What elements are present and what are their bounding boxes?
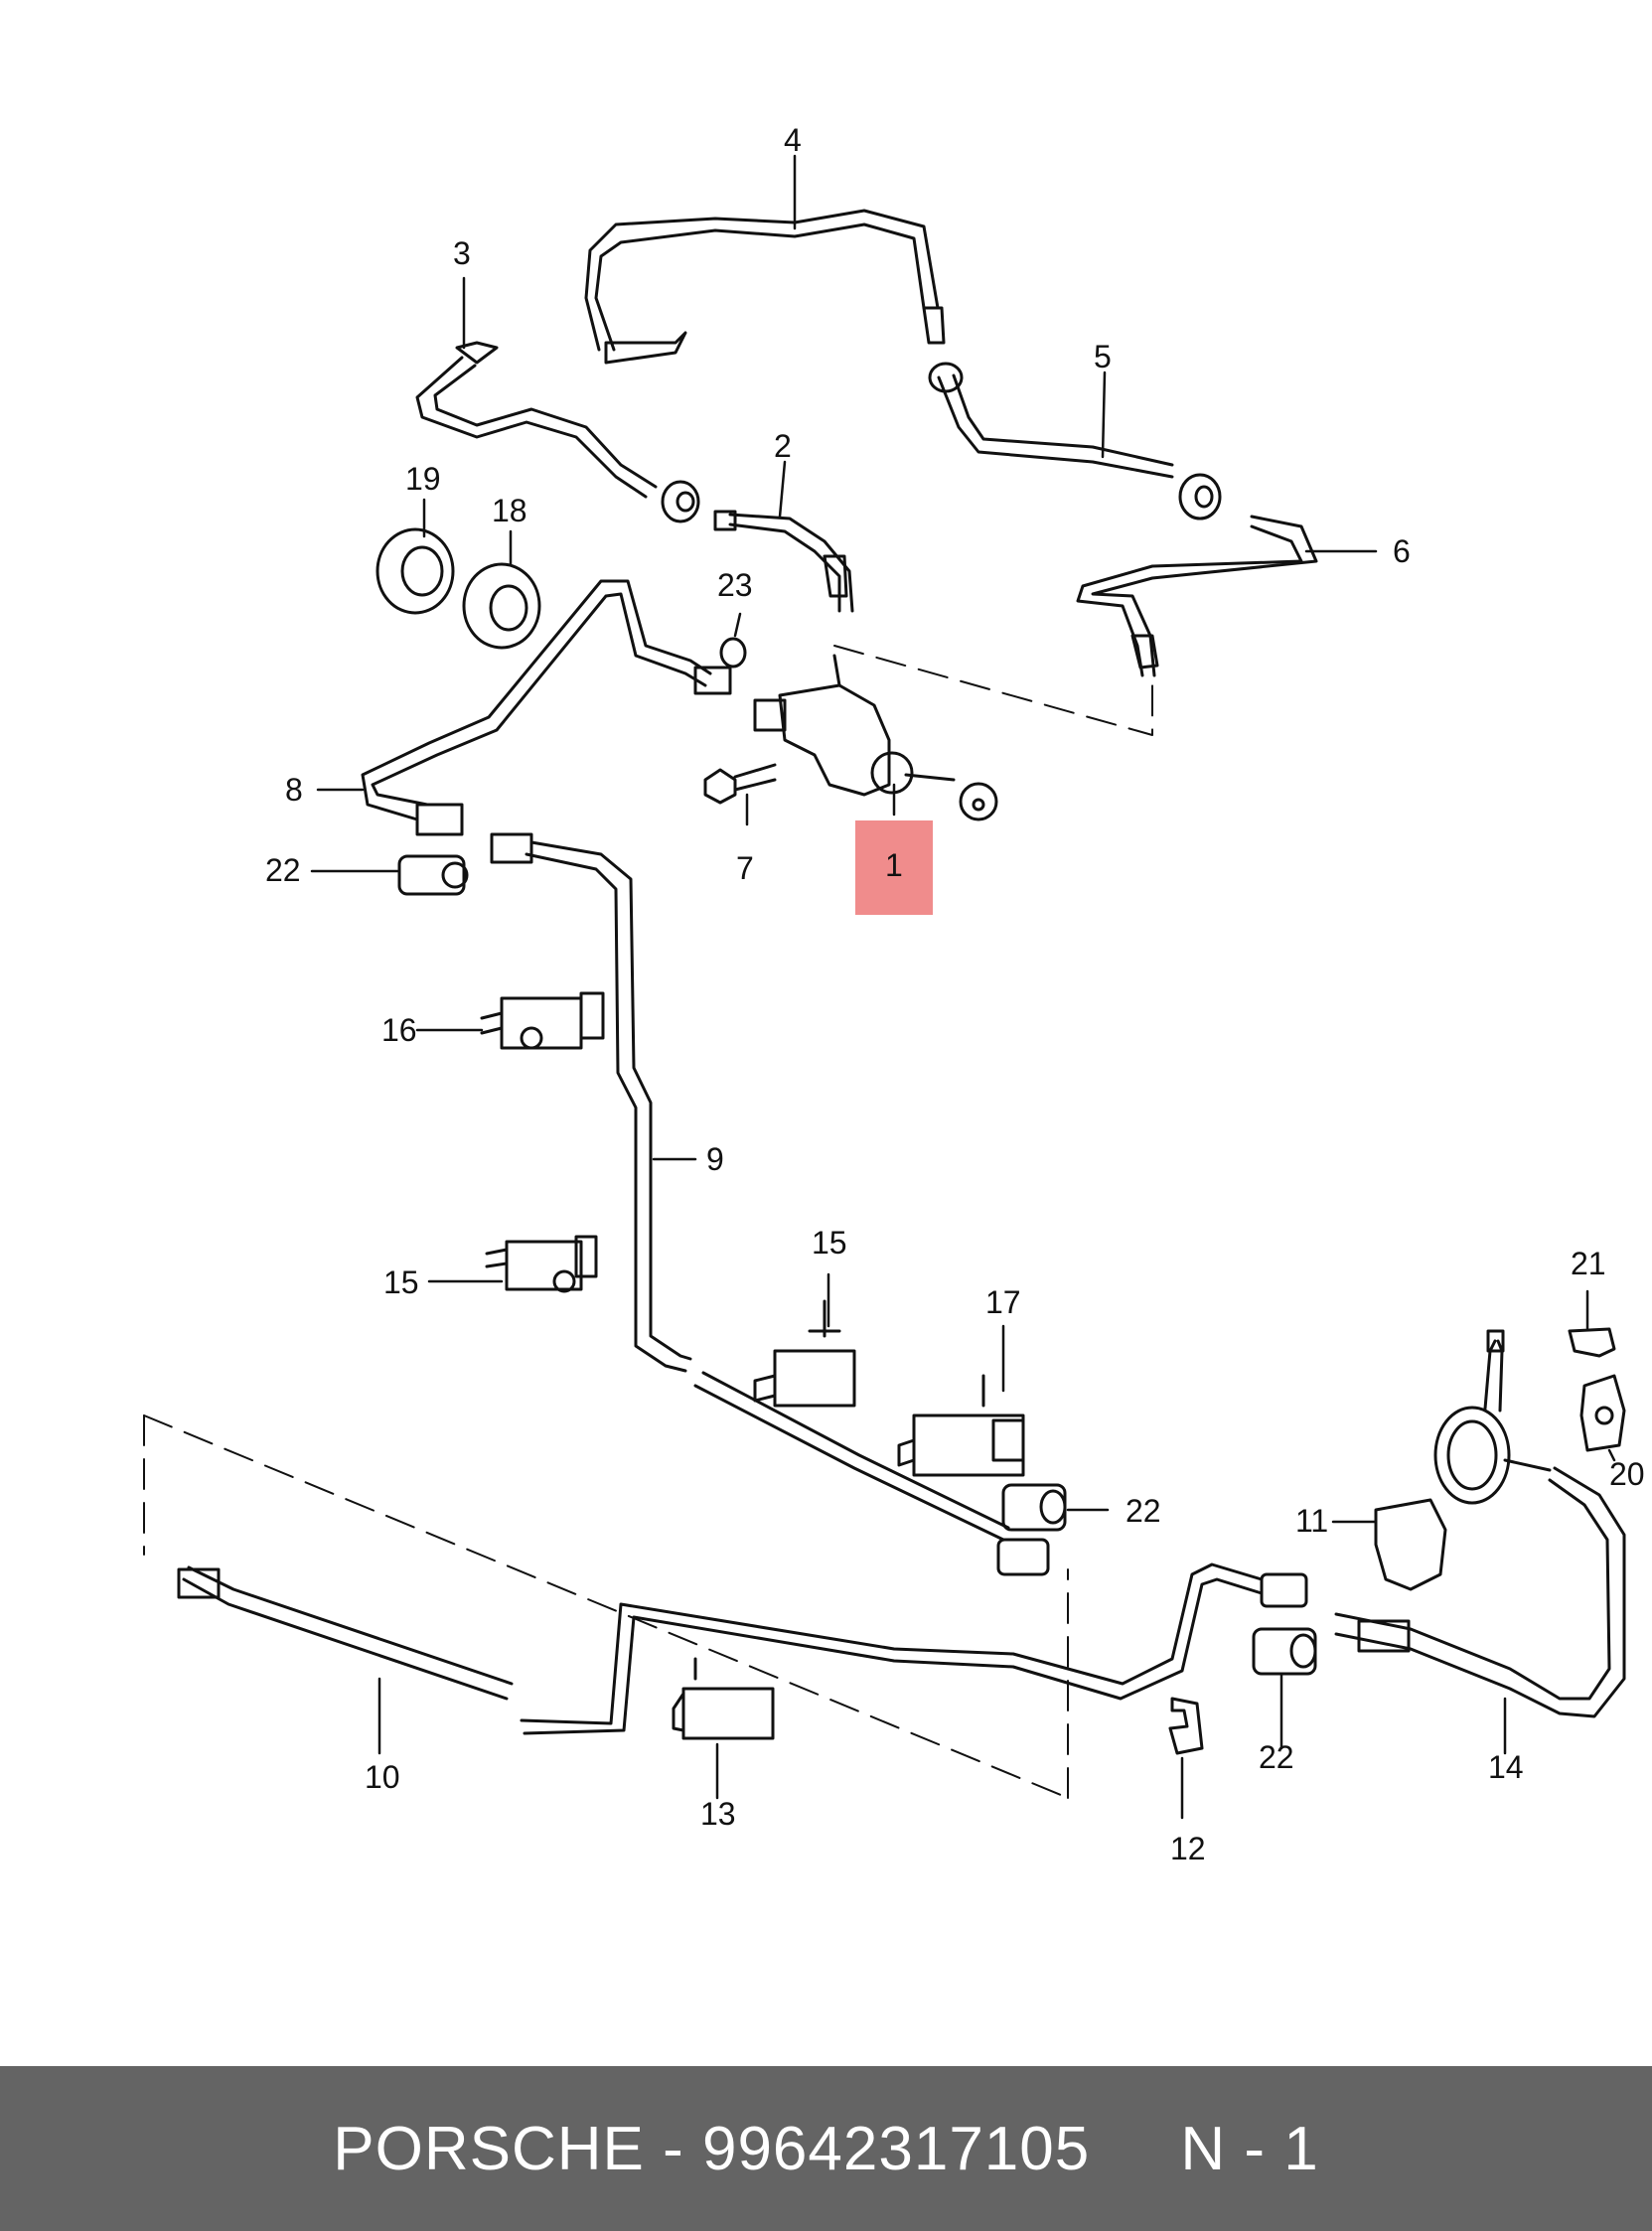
callout-20: 20 [1609,1456,1645,1492]
part-12-clip [1168,1697,1204,1755]
callout-4: 4 [784,122,802,158]
callout-12: 12 [1170,1831,1206,1866]
callout-22b: 22 [1126,1493,1161,1529]
part-7-bolt [703,763,777,805]
part-16-clip [480,991,605,1050]
line-9 [490,832,1050,1576]
leader-lines [310,154,1616,1820]
part-18-grommet [462,562,541,650]
part-22-fitting-a [397,854,469,896]
callout-11: 11 [1295,1503,1328,1539]
part-17-clip [897,1374,1025,1477]
line-2 [713,510,854,613]
dashed-lines [143,645,1153,1799]
line-main [520,1562,1308,1735]
callout-13: 13 [700,1796,736,1832]
callout-8: 8 [285,772,303,808]
callout-16: 16 [381,1012,417,1048]
callout-17: 17 [985,1284,1021,1320]
part-22-fitting-b [1001,1483,1067,1532]
callout-19: 19 [405,461,441,497]
callout-21: 21 [1571,1246,1606,1281]
part-13-clip [672,1657,775,1740]
line-8 [361,579,732,836]
part-22-fitting-c [1252,1627,1317,1676]
part-21-clip [1568,1327,1616,1358]
highlight-part-1 [855,820,933,915]
part-20-bracket [1579,1374,1626,1452]
callout-2: 2 [774,428,792,464]
callout-23: 23 [717,567,753,603]
callout-5: 5 [1094,339,1112,374]
line-3 [415,341,700,523]
callout-15a: 15 [812,1225,847,1261]
callout-6: 6 [1393,533,1411,569]
part-23-washer [719,637,747,669]
callout-22c: 22 [1259,1739,1294,1775]
part-15-clip-a [485,1235,598,1293]
callout-9: 9 [706,1141,724,1177]
callout-1: 1 [885,847,903,883]
part-1-cylinder [753,654,998,821]
callout-7: 7 [736,850,754,886]
line-4 [584,209,946,365]
callout-22a: 22 [265,852,301,888]
parts-diagram: 4 3 5 2 6 19 18 23 8 22 7 1 16 9 15 15 1… [143,122,1645,1866]
part-11-bracket [1374,1498,1447,1591]
callout-10: 10 [365,1759,400,1795]
part-number-caption: PORSCHE - 99642317105 N - 1 [333,2114,1319,2183]
callout-3: 3 [453,235,471,271]
part-19-grommet [375,527,455,615]
line-5 [928,362,1222,521]
line-6 [1076,515,1318,677]
footer-bar: PORSCHE - 99642317105 N - 1 [0,2066,1652,2231]
line-10 [177,1565,514,1701]
callout-15b: 15 [383,1264,419,1300]
slave-cylinder-coil [1433,1329,1552,1505]
line-14-hose [1334,1466,1626,1718]
callout-18: 18 [492,493,527,528]
callout-14: 14 [1488,1749,1524,1785]
part-15-clip-b [753,1299,856,1408]
